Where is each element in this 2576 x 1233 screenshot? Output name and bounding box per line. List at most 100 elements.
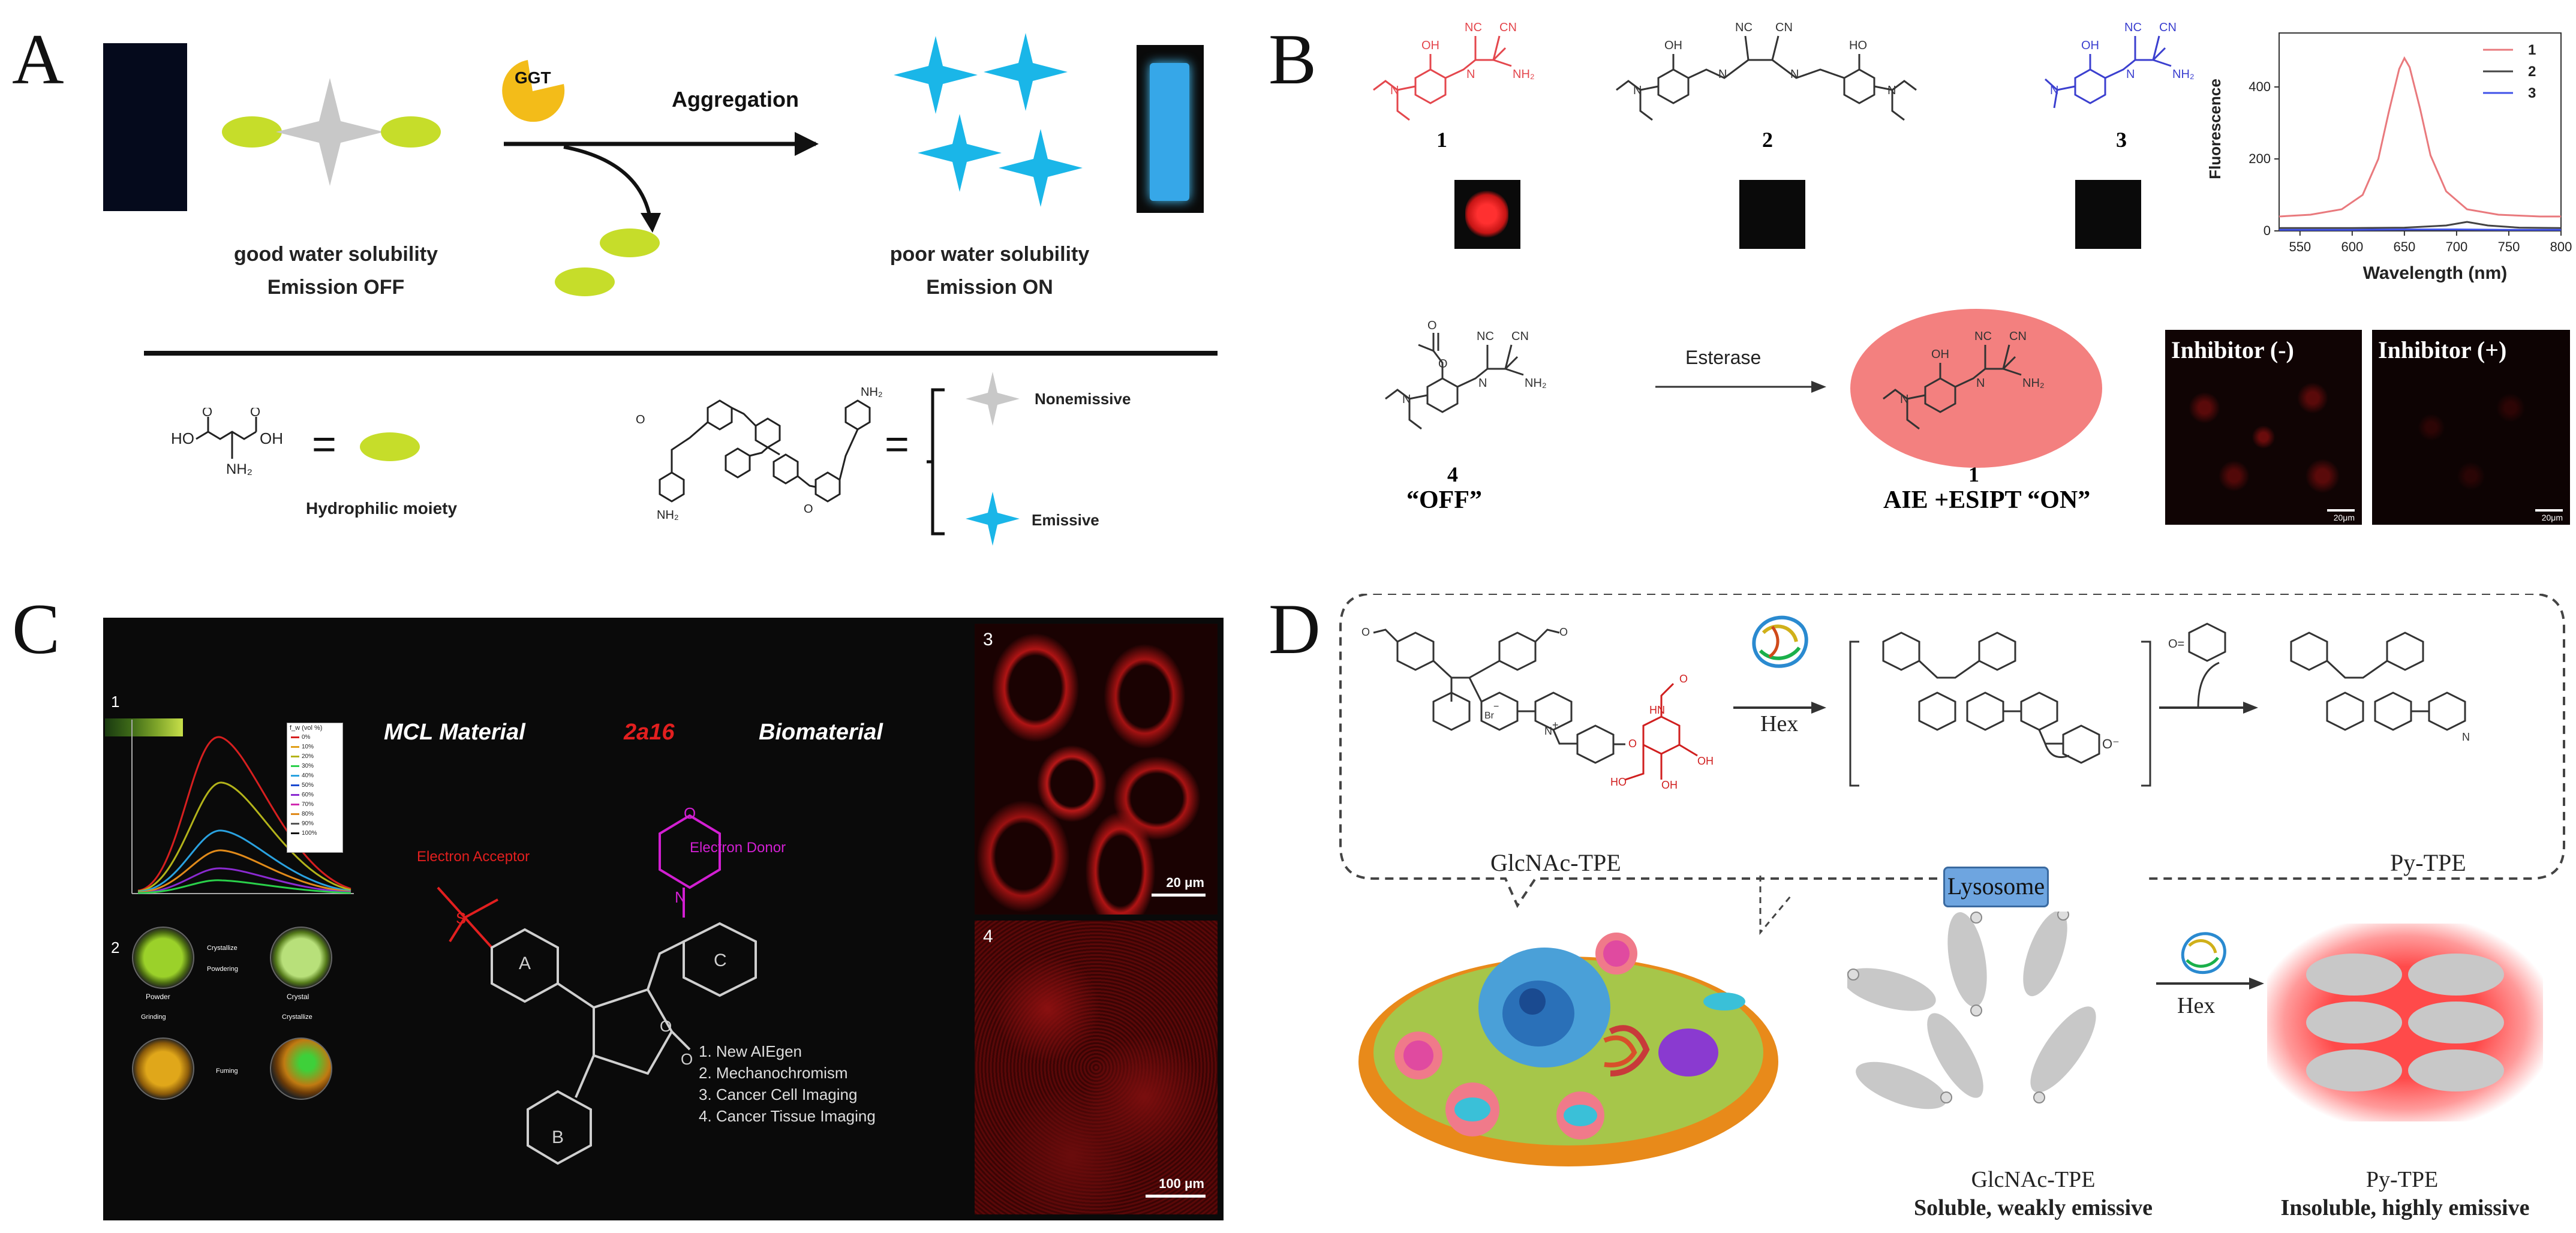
caption-emission-on: Emission ON — [926, 276, 1053, 299]
inhibitor-minus-image: Inhibitor (-) 20μm — [2165, 330, 2362, 525]
svg-text:CN: CN — [1775, 21, 1793, 34]
cancer-tissue-image: 4 100 μm — [975, 921, 1218, 1214]
cell-illustration — [1358, 933, 1778, 1166]
svg-text:N: N — [1544, 725, 1552, 737]
fw-legend-swatch — [291, 774, 299, 777]
svg-text:N: N — [1402, 393, 1411, 406]
fw-legend-entry: 100% — [291, 829, 342, 838]
svg-text:N: N — [1390, 84, 1399, 97]
photo-label-powder: Powder — [146, 993, 170, 1001]
panel-letter-a: A — [12, 19, 64, 99]
ring-a-label: A — [519, 954, 531, 973]
inset-1-number: 1 — [111, 693, 120, 711]
legend-label-1: 1 — [2528, 42, 2536, 58]
panel-letter-d: D — [1269, 589, 1321, 669]
scale-bar-label-20um: 20 μm — [1166, 875, 1204, 890]
caption-emission-off: Emission OFF — [267, 276, 405, 299]
fw-legend-swatch — [291, 765, 299, 767]
svg-text:HO: HO — [171, 429, 194, 447]
py-tpe-label: Py-TPE — [2390, 849, 2466, 876]
compound-2a16-title: 2a16 — [624, 720, 675, 745]
svg-text:OH: OH — [1421, 39, 1439, 52]
fw-legend-entry: 20% — [291, 752, 342, 762]
reaction-dashed-box — [1339, 594, 2565, 909]
fw-legend-entry: 30% — [291, 762, 342, 771]
legend-label-2: 2 — [2528, 64, 2536, 80]
insoluble-highly-emissive-label: Insoluble, highly emissive — [2280, 1195, 2530, 1220]
compound-1-structure: N OH N NC CN NH₂ — [1373, 21, 1535, 121]
electron-acceptor-label: Electron Acceptor — [417, 849, 530, 865]
fw-legend-label: 10% — [302, 744, 314, 750]
fw-legend-label: 30% — [302, 763, 314, 769]
compound-2-structure: N OH N N NC CN HO N — [1616, 21, 1917, 121]
svg-text:O: O — [684, 804, 696, 822]
compound-2-number: 2 — [1762, 128, 1773, 152]
panel-letter-b: B — [1269, 19, 1317, 99]
y-tick-label: 400 — [2249, 79, 2271, 94]
svg-text:CN: CN — [1499, 21, 1517, 34]
svg-text:N: N — [1900, 393, 1908, 406]
esterase-arrow — [1655, 381, 1826, 393]
chart-y-axis-label: Fluorescence — [2207, 79, 2224, 179]
x-tick-label: 800 — [2550, 239, 2572, 254]
svg-text:N: N — [675, 888, 686, 906]
fw-legend-label: 100% — [302, 830, 317, 837]
tpe-amine-structure: O NH₂ NH₂ O — [636, 386, 883, 522]
off-state-molecule — [222, 78, 441, 186]
series-line-2 — [2279, 221, 2562, 229]
svg-text:NH₂: NH₂ — [226, 461, 253, 477]
reaction-structures: O HN O OH OH HO O O N + — [1361, 622, 2470, 791]
scale-bar-label: 20μm — [2333, 513, 2355, 522]
ring-c-label: C — [714, 951, 727, 970]
off-label: “OFF” — [1406, 486, 1482, 514]
svg-text:O: O — [1427, 319, 1437, 332]
equals-sign: = — [312, 420, 336, 467]
chart-x-axis-label: Wavelength (nm) — [2363, 263, 2508, 283]
fw-legend-label: 20% — [302, 753, 314, 760]
fw-legend-entry: 60% — [291, 790, 342, 800]
svg-text:N: N — [1976, 377, 1985, 390]
ground-photo — [132, 1037, 194, 1100]
fw-legend-entry: 50% — [291, 781, 342, 790]
compound-4-structure: N O O N NC CN NH₂ — [1385, 319, 1547, 430]
electron-donor-label: Electron Donor — [690, 840, 786, 856]
lysosome-badge: Lysosome — [1943, 867, 2049, 907]
nonemissive-label: Nonemissive — [1035, 390, 1131, 408]
panel-letter-c: C — [12, 589, 61, 669]
hex-enzyme-icon-2 — [2181, 932, 2226, 975]
compound-2a16-structure: S O N O O — [437, 804, 757, 1165]
svg-text:O: O — [1438, 357, 1448, 371]
equals-sign-2: = — [885, 420, 909, 467]
legend-label-3: 3 — [2528, 85, 2536, 101]
fw-legend-label: 60% — [302, 792, 314, 798]
hex-enzyme-icon — [1752, 615, 1808, 668]
svg-text:O: O — [1361, 626, 1370, 638]
aie-esipt-on-label: AIE +ESIPT “ON” — [1883, 486, 2091, 514]
feature-list-item: 1. New AIEgen — [699, 1042, 802, 1060]
cell-zoom-pointer — [1759, 876, 1792, 936]
glcnac-tpe-bottom-label: GlcNAc-TPE — [1971, 1167, 2096, 1192]
svg-text:O: O — [636, 413, 645, 426]
inhibitor-plus-image: Inhibitor (+) 20μm — [2372, 330, 2570, 525]
caption-poor-solubility: poor water solubility — [889, 243, 1090, 266]
svg-text:S: S — [456, 909, 466, 927]
compound-1-number: 1 — [1436, 128, 1447, 152]
scale-bar-label-100um: 100 μm — [1159, 1176, 1204, 1191]
emission-spectra-plot — [131, 720, 354, 894]
photo-label-fuming: Fuming — [216, 1067, 238, 1075]
fw-legend-swatch — [291, 745, 299, 748]
fw-legend-label: 70% — [302, 801, 314, 808]
hex-label: Hex — [1760, 711, 1799, 736]
photo-label-crystal: Crystal — [287, 993, 309, 1001]
svg-text:NC: NC — [1735, 21, 1753, 34]
svg-text:NH₂: NH₂ — [861, 386, 883, 399]
fw-legend-entry: 70% — [291, 800, 342, 810]
powder-photo — [132, 927, 194, 989]
chart-frame — [2279, 32, 2562, 231]
x-tick-label: 550 — [2289, 239, 2311, 254]
emissive-aggregate — [2306, 954, 2504, 1091]
compound-3-structure: N OH N NC CN NH₂ — [2044, 21, 2195, 109]
svg-text:NH₂: NH₂ — [2022, 377, 2045, 390]
svg-text:HO: HO — [1849, 39, 1867, 52]
fw-legend-label: 50% — [302, 782, 314, 789]
